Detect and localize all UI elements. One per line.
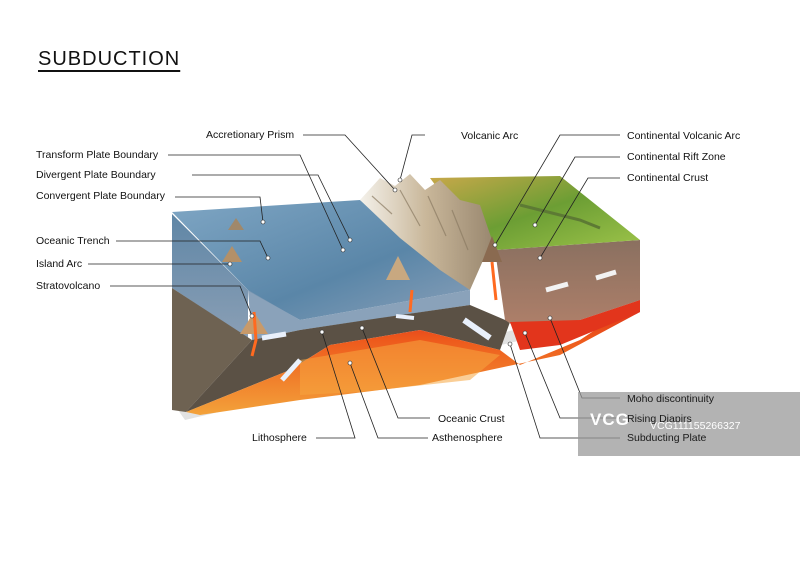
label-transform-plate-boundary: Transform Plate Boundary bbox=[36, 149, 159, 161]
lithosphere-section bbox=[186, 305, 510, 412]
label-lithosphere: Lithosphere bbox=[252, 432, 307, 444]
label-moho-discontinuity: Moho discontinuity bbox=[627, 393, 714, 405]
label-stratovolcano: Stratovolcano bbox=[36, 280, 101, 292]
leader-dots bbox=[227, 177, 553, 366]
label-island-arc: Island Arc bbox=[36, 258, 83, 270]
continental-lower-section bbox=[510, 300, 640, 350]
trench-volcano bbox=[228, 218, 244, 230]
label-rising-diapirs: Rising Diapirs bbox=[627, 413, 692, 425]
flow-arrow-left bbox=[261, 331, 287, 341]
magma-conduit-3 bbox=[490, 261, 498, 301]
label-continental-crust: Continental Crust bbox=[627, 172, 709, 184]
mountain-range bbox=[360, 174, 492, 290]
label-convergent-plate-boundary: Convergent Plate Boundary bbox=[36, 190, 165, 202]
label-subducting-plate: Subducting Plate bbox=[627, 432, 707, 444]
flow-arrow-right bbox=[462, 317, 492, 341]
magma-conduit-2 bbox=[408, 289, 414, 313]
watermark-overlay bbox=[578, 392, 800, 456]
label-volcanic-arc: Volcanic Arc bbox=[461, 130, 519, 142]
flow-arrow-diag bbox=[280, 358, 302, 382]
ocean-water-section bbox=[248, 290, 470, 340]
watermark-logo: VCG bbox=[590, 410, 630, 429]
page-title: SUBDUCTION bbox=[38, 48, 181, 70]
island-arc-volcano bbox=[222, 246, 242, 262]
watermark-id: VCG111155266327 bbox=[650, 420, 741, 432]
label-accretionary-prism: Accretionary Prism bbox=[206, 129, 295, 141]
ocean-front-face bbox=[172, 214, 248, 338]
label-continental-rift-zone: Continental Rift Zone bbox=[627, 151, 726, 163]
flow-arrow-mid bbox=[395, 314, 415, 320]
flow-arrow-cont-2 bbox=[595, 269, 617, 281]
volcanic-arc-volcano bbox=[386, 256, 410, 280]
mountain-ridges bbox=[371, 189, 469, 251]
rift-zone bbox=[519, 203, 601, 230]
label-oceanic-crust: Oceanic Crust bbox=[438, 413, 505, 425]
mantle-glow bbox=[300, 340, 500, 395]
label-asthenosphere: Asthenosphere bbox=[432, 432, 503, 444]
ocean-front-slab bbox=[172, 288, 252, 412]
continental-volcano bbox=[482, 236, 502, 262]
label-oceanic-trench: Oceanic Trench bbox=[36, 235, 110, 247]
label-continental-volcanic-arc: Continental Volcanic Arc bbox=[627, 130, 741, 142]
label-divergent-plate-boundary: Divergent Plate Boundary bbox=[36, 169, 156, 181]
magma-conduit-1 bbox=[250, 311, 258, 357]
flow-arrow-cont-1 bbox=[545, 281, 569, 293]
